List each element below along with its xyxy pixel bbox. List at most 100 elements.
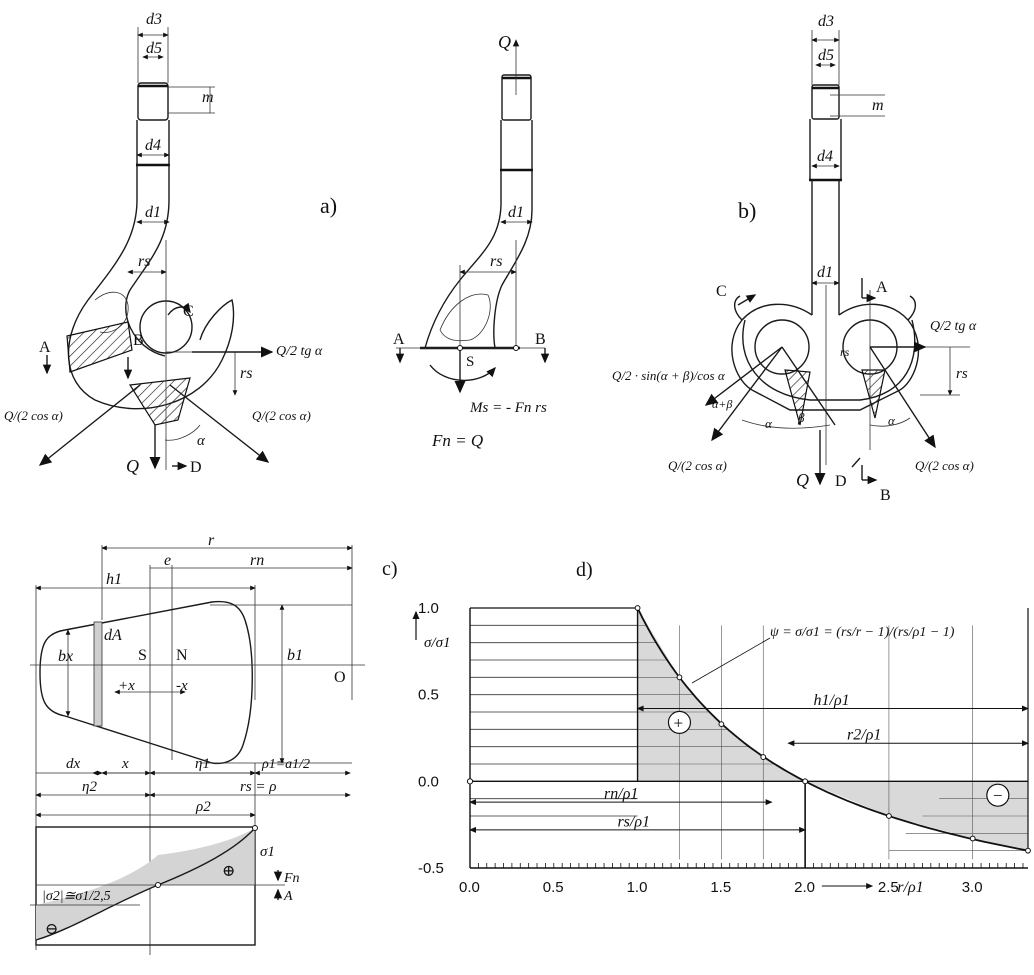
moment-label: Ms = - Fn rs xyxy=(469,400,547,416)
annotation-label: rs/ρ1 xyxy=(617,813,650,830)
label-dA: dA xyxy=(104,627,122,644)
y-tick-label: 1.0 xyxy=(418,600,439,617)
data-point xyxy=(886,813,892,819)
data-point xyxy=(1025,847,1031,854)
force-right-low-label-b: Q/(2 cos α) xyxy=(915,458,974,473)
label-beta-b: β xyxy=(797,410,805,425)
label-alpha-b2: α xyxy=(888,413,896,428)
minus-region-circle xyxy=(986,783,1010,807)
label-rs: rs xyxy=(138,253,150,270)
label-rs-3: rs xyxy=(490,253,502,270)
panel-label-b: b) xyxy=(738,198,756,223)
y-tick-label: -0.5 xyxy=(418,860,444,877)
data-point xyxy=(969,835,976,842)
plus-region-circle xyxy=(667,710,692,735)
force-left-label-b: Q/2 · sin(α + β)/cos α xyxy=(612,368,726,383)
force-right-label-b: Q/2 tg α xyxy=(930,319,977,334)
label-minus-x: -x xyxy=(176,678,188,694)
label-d3: d3 xyxy=(146,11,162,28)
label-d1-2: d1 xyxy=(508,204,524,221)
minus-circle: ⊖ xyxy=(45,921,58,938)
stress-curve xyxy=(636,607,1029,852)
x-tick-label: 0.0 xyxy=(459,879,480,896)
label-bx: bx xyxy=(58,648,73,665)
formula-leader xyxy=(691,637,771,684)
label-A: A xyxy=(39,339,51,356)
hook-section-diagram: Q d1 rs A B S Ms = - Fn rs Fn = Q xyxy=(393,32,550,450)
y-axis-label: σ/σ1 xyxy=(424,635,450,651)
plus-region-label: + xyxy=(673,713,683,732)
normal-force-label: Fn = Q xyxy=(431,431,483,450)
label-d3-b: d3 xyxy=(818,13,834,30)
label-d1-b: d1 xyxy=(817,264,833,281)
panel-label-c: c) xyxy=(382,558,398,580)
label-d4-b: d4 xyxy=(817,148,833,165)
label-r: r xyxy=(208,532,215,549)
y-tick-label: 0.5 xyxy=(418,687,439,704)
label-Q: Q xyxy=(126,456,139,476)
plus-circle: ⊕ xyxy=(222,863,235,880)
label-rs-b2: rs xyxy=(956,366,968,382)
label-h1: h1 xyxy=(106,571,122,588)
label-dx: dx xyxy=(66,756,81,772)
label-Q-b: Q xyxy=(796,470,809,490)
label-Q-top: Q xyxy=(498,32,511,52)
force-right-low-label: Q/(2 cos α) xyxy=(252,408,311,423)
label-d5: d5 xyxy=(146,40,162,57)
force-left-label: Q/(2 cos α) xyxy=(4,408,63,423)
label-Fn-c: Fn xyxy=(283,871,300,886)
cross-section-diagram: r e rn h1 dA bx S N O b1 +x -x dx x η1 ρ… xyxy=(30,532,398,955)
label-eta1: η1 xyxy=(195,756,210,772)
label-A-c: A xyxy=(283,889,293,904)
label-plus-x: +x xyxy=(118,678,135,694)
x-tick-label: 3.0 xyxy=(962,879,983,896)
section-shape xyxy=(39,600,253,765)
hook-thread xyxy=(137,82,169,121)
x-axis-label: r/ρ1 xyxy=(897,879,923,896)
x-tick-label: 1.0 xyxy=(627,879,648,896)
label-O: O xyxy=(334,669,346,686)
section-hatch-a xyxy=(66,321,133,373)
x-tick-label: 0.5 xyxy=(543,879,564,896)
annotation-label: r2/ρ1 xyxy=(847,727,881,744)
label-rn: rn xyxy=(250,552,264,569)
data-point xyxy=(802,778,809,785)
hook-diagram-b: d3 d5 m d4 d1 rs rs b) A B C D Q Q/2 tg … xyxy=(612,13,977,504)
hook-diagram-a: d3 d5 m d4 d1 rs rs a) A B C D Q Q/2 tg … xyxy=(4,11,337,476)
x-tick-label: 1.5 xyxy=(710,879,731,896)
label-d5-b: d5 xyxy=(818,47,834,64)
force-left-low-label-b: Q/(2 cos α) xyxy=(668,458,727,473)
label-d4: d4 xyxy=(145,137,161,154)
label-C: C xyxy=(183,303,194,320)
annotation-label: h1/ρ1 xyxy=(814,692,850,709)
annotation-label: rn/ρ1 xyxy=(604,786,638,803)
label-alpha-b: α xyxy=(765,416,773,431)
x-tick-label: 2.5 xyxy=(878,879,899,896)
label-x: x xyxy=(121,756,129,772)
label-B-2: B xyxy=(535,331,546,348)
label-B: B xyxy=(133,332,144,349)
label-S-c: S xyxy=(138,647,147,664)
label-rho1: ρ1=a1/2 xyxy=(261,757,310,772)
force-right-label: Q/2 tg α xyxy=(276,344,323,359)
label-sigma2: |σ2|≅σ1/2,5 xyxy=(42,889,111,904)
label-d1: d1 xyxy=(145,204,161,221)
label-alpha: α xyxy=(197,433,206,449)
stress-chart: d) ψ = σ/σ1 = (rs/r − 1)/(rs/ρ1 − 1) σ/σ… xyxy=(412,559,1031,896)
label-A-2: A xyxy=(393,331,405,348)
data-point xyxy=(676,674,683,681)
label-S: S xyxy=(466,354,474,370)
label-D: D xyxy=(190,459,202,476)
label-rs-2: rs xyxy=(240,365,252,382)
data-point xyxy=(634,605,641,611)
label-sigma1: σ1 xyxy=(260,844,275,860)
y-tick-label: 0.0 xyxy=(418,773,439,790)
label-alpha-beta-b: α+β xyxy=(712,397,732,411)
label-m: m xyxy=(202,89,214,106)
panel-label-a: a) xyxy=(320,193,337,218)
label-b1: b1 xyxy=(287,647,303,664)
label-B-b: B xyxy=(880,487,891,504)
section-hatch-d xyxy=(861,369,886,419)
label-eta2: η2 xyxy=(82,779,97,795)
